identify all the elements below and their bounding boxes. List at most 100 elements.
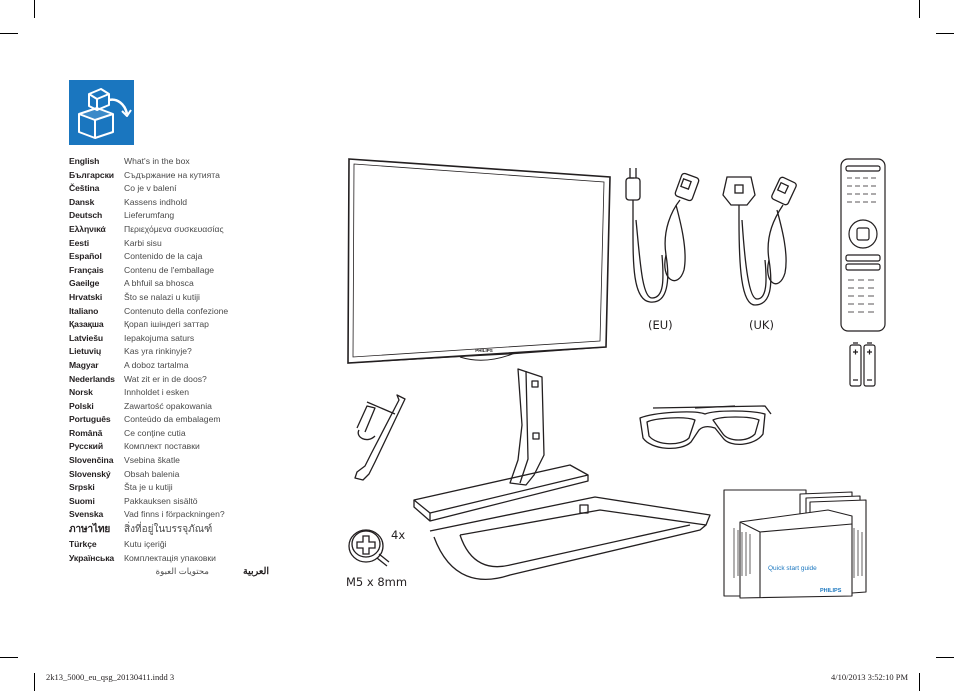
language-name: Türkçe: [69, 539, 97, 550]
crop-mark: [919, 673, 920, 691]
language-row: ภาษาไทย สิ่งที่อยู่ในบรรจุภัณฑ์: [69, 522, 299, 538]
quick-start-guide-icon: Quick start guide PHILIPS: [723, 489, 867, 599]
screw-quantity: 4x: [391, 528, 406, 542]
language-row: Latviešu Iepakojuma saturs: [69, 332, 299, 346]
tv-illustration: PHILIPS: [347, 158, 611, 364]
language-translation: Kas yra rinkinyje?: [124, 346, 192, 357]
language-translation: Kutu içeriği: [124, 539, 167, 550]
language-name: Gaeilge: [69, 278, 100, 289]
footer-timestamp: 4/10/2013 3:52:10 PM: [831, 672, 908, 682]
remote-control-icon: [840, 158, 886, 332]
language-name: Slovenský: [69, 468, 111, 479]
language-row: Українська Комплектація упаковки: [69, 552, 299, 566]
crop-mark: [34, 673, 35, 691]
language-row: Gaeilge A bhfuil sa bhosca: [69, 277, 299, 291]
guide-title: Quick start guide: [768, 565, 817, 572]
language-row-arabic: العربية محتويات العبوة: [69, 565, 299, 579]
uk-power-cord-icon: [722, 176, 797, 306]
language-translation: Kassens indhold: [124, 196, 188, 207]
language-row: Polski Zawartość opakowania: [69, 400, 299, 414]
screw-size: M5 x 8mm: [346, 575, 408, 589]
crop-mark: [0, 657, 18, 658]
language-row: Português Conteúdo da embalagem: [69, 413, 299, 427]
language-row: Türkçe Kutu içeriği: [69, 538, 299, 552]
language-name: Hrvatski: [69, 291, 103, 302]
language-name: Deutsch: [69, 210, 103, 221]
language-translation: Ce conţine cutia: [124, 427, 186, 438]
language-translation: A bhfuil sa bhosca: [124, 278, 194, 289]
language-name: Български: [69, 169, 114, 180]
language-name: Українська: [69, 552, 115, 563]
hex-key-icon: [354, 394, 406, 481]
language-name: Русский: [69, 441, 104, 452]
language-translation: Pakkauksen sisältö: [124, 495, 198, 506]
language-translation: Iepakojuma saturs: [124, 332, 195, 343]
language-name: ภาษาไทย: [69, 524, 111, 536]
language-name: Română: [69, 427, 103, 438]
language-row: Română Ce conţine cutia: [69, 427, 299, 441]
language-row: Slovenský Obsah balenia: [69, 468, 299, 482]
language-translation: Conteúdo da embalagem: [124, 414, 221, 425]
3d-glasses-icon: [639, 405, 772, 449]
language-name: Lietuvių: [69, 346, 102, 357]
language-translation: Комплектація упаковки: [124, 552, 216, 563]
language-translation: Contenido de la caja: [124, 251, 203, 262]
language-translation: Zawartość opakowania: [124, 400, 212, 411]
screw-icon: [348, 529, 390, 567]
language-name: Suomi: [69, 495, 95, 506]
uk-label: (UK): [749, 318, 774, 332]
language-translation: Περιεχόμενα συσκευασίας: [124, 223, 224, 234]
language-translation: สิ่งที่อยู่ในบรรจุภัณฑ์: [124, 524, 213, 536]
language-name: Norsk: [69, 387, 93, 398]
language-row: Español Contenido de la caja: [69, 250, 299, 264]
language-translation: Šta je u kutiji: [124, 482, 173, 493]
footer-filename: 2k13_5000_eu_qsg_20130411.indd 3: [46, 672, 175, 682]
whats-in-the-box-icon: [69, 80, 134, 145]
language-translation: Contenu de l'emballage: [124, 264, 215, 275]
language-name: Қазақша: [69, 319, 104, 330]
language-translation: Obsah balenia: [124, 468, 180, 479]
language-name: Srpski: [69, 482, 95, 493]
language-name: Magyar: [69, 359, 99, 370]
language-translation: محتويات العبوة: [155, 566, 209, 577]
language-name: Latviešu: [69, 332, 104, 343]
language-translation: Lieferumfang: [124, 210, 175, 221]
language-translation: Contenuto della confezione: [124, 305, 229, 316]
guide-brand: PHILIPS: [820, 588, 842, 594]
batteries-icon: [849, 342, 876, 387]
language-name: Italiano: [69, 305, 99, 316]
language-translation: Vad finns i förpackningen?: [124, 509, 225, 520]
language-name: Polski: [69, 400, 94, 411]
crop-mark: [936, 33, 954, 34]
language-name: Čeština: [69, 183, 100, 194]
crop-mark: [919, 0, 920, 18]
language-name: Español: [69, 251, 102, 262]
crop-mark: [34, 0, 35, 18]
language-row: Ελληνικά Περιεχόμενα συσκευασίας: [69, 223, 299, 237]
language-name: Nederlands: [69, 373, 115, 384]
language-translation: Қорап ішіндегі заттар: [124, 319, 209, 330]
language-name: العربية: [243, 566, 269, 578]
tv-brand-logo: PHILIPS: [475, 348, 493, 353]
language-name: Svenska: [69, 509, 104, 520]
eu-label: (EU): [648, 318, 673, 332]
language-name: Português: [69, 414, 111, 425]
language-row: Deutsch Lieferumfang: [69, 209, 299, 223]
language-name: Ελληνικά: [69, 223, 106, 234]
language-row: Svenska Vad finns i förpackningen?: [69, 508, 299, 522]
language-row: Lietuvių Kas yra rinkinyje?: [69, 345, 299, 359]
language-row: Suomi Pakkauksen sisältö: [69, 495, 299, 509]
language-name: English: [69, 156, 100, 166]
eu-power-cord-icon: [625, 168, 700, 303]
